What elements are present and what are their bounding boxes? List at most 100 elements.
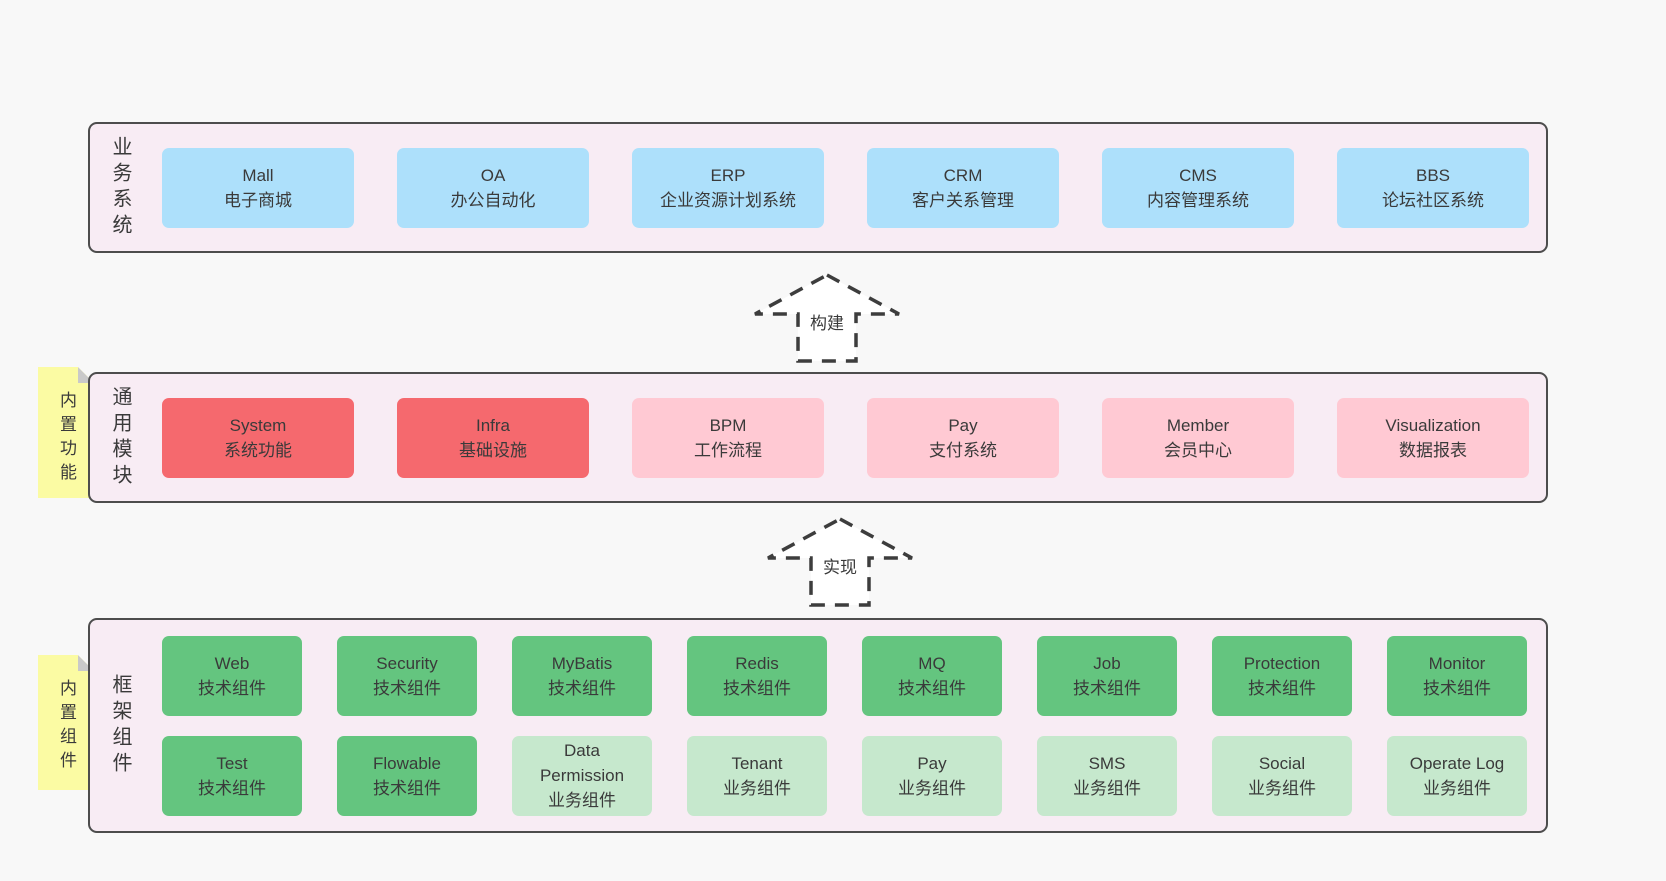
box-subtitle: 技术组件	[373, 678, 441, 698]
box-subtitle: 业务组件	[1248, 778, 1316, 798]
box-title: Security	[376, 653, 438, 673]
box-title: Pay	[948, 415, 978, 435]
box-title: Social	[1258, 753, 1306, 773]
box-title: BBS	[1415, 165, 1451, 185]
section-components-label: 框架组件	[109, 673, 131, 778]
section-common-modules: 通用模块 System 系统功能 Infra 基础设施 BPM 工作流程 Pay 支付系统 Me…	[88, 372, 1548, 503]
box-subtitle: 业务组件	[723, 778, 791, 798]
box-title: Infra	[475, 415, 511, 435]
box-crm: CRM 客户关系管理	[867, 147, 1059, 228]
box-subtitle: 电子商城	[224, 190, 292, 210]
box-subtitle: 技术组件	[1423, 678, 1491, 698]
box-redis: Redis 技术组件	[687, 635, 827, 716]
box-subtitle: 技术组件	[198, 678, 266, 698]
box-subtitle: 业务组件	[1073, 778, 1141, 798]
box-subtitle: 会员中心	[1164, 440, 1232, 460]
box-bbs: BBS 论坛社区系统	[1337, 147, 1529, 228]
box-title: Web	[214, 653, 250, 673]
box-title: Job	[1093, 653, 1121, 673]
box-title: MyBatis	[551, 653, 613, 673]
box-title: Monitor	[1428, 653, 1486, 673]
implement-arrow-label: 实现	[765, 553, 915, 578]
box-title: Redis	[735, 653, 779, 673]
box-visualization: Visualization 数据报表	[1337, 397, 1529, 478]
modules-boxes-row: System 系统功能 Infra 基础设施 BPM 工作流程 Pay 支付系统 Member 会…	[162, 397, 1546, 478]
box-flowable: Flowable 技术组件	[337, 735, 477, 816]
box-subtitle: 技术组件	[1073, 678, 1141, 698]
box-subtitle: 支付系统	[929, 440, 997, 460]
box-subtitle: 技术组件	[898, 678, 966, 698]
section-business-label: 业务系统	[109, 135, 131, 240]
box-subtitle: 技术组件	[548, 678, 616, 698]
box-operate-log: Operate Log 业务组件	[1387, 735, 1527, 816]
box-system: System 系统功能	[162, 397, 354, 478]
box-title: Pay	[917, 753, 947, 773]
box-subtitle: 企业资源计划系统	[660, 190, 796, 210]
box-job: Job 技术组件	[1037, 635, 1177, 716]
box-title: Data Permission	[539, 741, 625, 785]
box-title: Member	[1166, 415, 1230, 435]
box-infra: Infra 基础设施	[397, 397, 589, 478]
box-subtitle: 技术组件	[373, 778, 441, 798]
box-subtitle: 技术组件	[198, 778, 266, 798]
box-subtitle: 业务组件	[548, 791, 616, 810]
box-data-permission: Data Permission 业务组件	[512, 735, 652, 816]
sticky-note-label: 内置功能	[57, 391, 76, 487]
box-bpm: BPM 工作流程	[632, 397, 824, 478]
box-subtitle: 业务组件	[1423, 778, 1491, 798]
box-subtitle: 业务组件	[898, 778, 966, 798]
build-arrow: 构建	[752, 272, 902, 364]
box-subtitle: 内容管理系统	[1147, 190, 1249, 210]
box-subtitle: 技术组件	[723, 678, 791, 698]
section-modules-label: 通用模块	[109, 385, 131, 490]
box-title: Protection	[1243, 653, 1321, 673]
box-tenant: Tenant 业务组件	[687, 735, 827, 816]
build-arrow-label: 构建	[752, 309, 902, 334]
box-title: System	[229, 415, 287, 435]
box-title: ERP	[710, 165, 746, 185]
box-title: MQ	[918, 653, 946, 673]
box-title: Mall	[242, 165, 274, 185]
box-protection: Protection 技术组件	[1212, 635, 1352, 716]
box-pay: Pay 业务组件	[862, 735, 1002, 816]
box-title: Operate Log	[1409, 753, 1505, 773]
box-mall: Mall 电子商城	[162, 147, 354, 228]
sticky-note-builtin-components: 内置组件	[38, 655, 94, 790]
box-title: Tenant	[731, 753, 783, 773]
box-pay: Pay 支付系统	[867, 397, 1059, 478]
box-subtitle: 客户关系管理	[912, 190, 1014, 210]
box-mybatis: MyBatis 技术组件	[512, 635, 652, 716]
box-subtitle: 工作流程	[694, 440, 762, 460]
box-subtitle: 技术组件	[1248, 678, 1316, 698]
box-subtitle: 基础设施	[459, 440, 527, 460]
box-title: Visualization	[1385, 415, 1481, 435]
box-test: Test 技术组件	[162, 735, 302, 816]
box-mq: MQ 技术组件	[862, 635, 1002, 716]
box-web: Web 技术组件	[162, 635, 302, 716]
sticky-note-builtin-features: 内置功能	[38, 367, 94, 498]
box-security: Security 技术组件	[337, 635, 477, 716]
box-subtitle: 系统功能	[224, 440, 292, 460]
box-subtitle: 数据报表	[1399, 440, 1467, 460]
box-member: Member 会员中心	[1102, 397, 1294, 478]
box-erp: ERP 企业资源计划系统	[632, 147, 824, 228]
box-title: Test	[216, 753, 248, 773]
box-monitor: Monitor 技术组件	[1387, 635, 1527, 716]
box-subtitle: 论坛社区系统	[1382, 190, 1484, 210]
box-title: Flowable	[372, 753, 442, 773]
box-title: CRM	[943, 165, 983, 185]
build-arrow-text: 构建	[807, 309, 847, 334]
box-title: BPM	[709, 415, 747, 435]
box-social: Social 业务组件	[1212, 735, 1352, 816]
box-subtitle: 办公自动化	[450, 190, 536, 210]
implement-arrow-text: 实现	[820, 553, 860, 578]
